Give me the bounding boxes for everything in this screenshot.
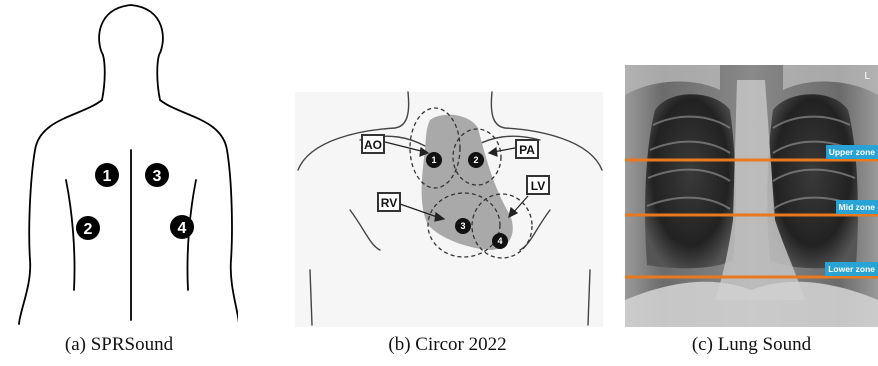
- chest-heart-figure: AO PA RV LV 1 2 3 4: [290, 0, 605, 330]
- marker-group-a: 1 3 2 4: [76, 163, 194, 240]
- panel-circor: AO PA RV LV 1 2 3 4 (b) Circor 2022: [290, 0, 605, 366]
- marker-1-label: 1: [103, 168, 112, 185]
- caption-a: (a) SPRSound: [0, 334, 238, 356]
- heart-marker-1-label: 1: [431, 155, 436, 165]
- heart-marker-4-label: 4: [497, 236, 502, 246]
- panel-sprsound: 1 3 2 4 (a) SPRSound: [0, 0, 238, 366]
- lower-zone-label: Lower zone: [825, 262, 878, 276]
- caption-c: (c) Lung Sound: [625, 334, 878, 356]
- back-silhouette-figure: 1 3 2 4: [0, 0, 238, 330]
- chest-xray-figure: [625, 0, 878, 330]
- label-pa: PA: [519, 143, 535, 157]
- mid-zone-label: Mid zone: [836, 200, 878, 214]
- marker-2-label: 2: [84, 221, 93, 238]
- label-ao: AO: [364, 138, 382, 152]
- lung-left: [645, 94, 736, 268]
- label-rv: RV: [381, 196, 397, 210]
- marker-3-label: 3: [153, 168, 162, 185]
- label-lv: LV: [531, 179, 545, 193]
- panel-lung-sound: L Upper zone Mid zone Lower zone (c) Lun…: [625, 0, 878, 366]
- caption-b: (b) Circor 2022: [290, 334, 605, 356]
- heart-marker-2-label: 2: [473, 155, 478, 165]
- heart-marker-3-label: 3: [460, 221, 465, 231]
- upper-zone-label: Upper zone: [826, 145, 878, 159]
- marker-4-label: 4: [178, 220, 187, 237]
- xray-side-marker: L: [864, 71, 870, 82]
